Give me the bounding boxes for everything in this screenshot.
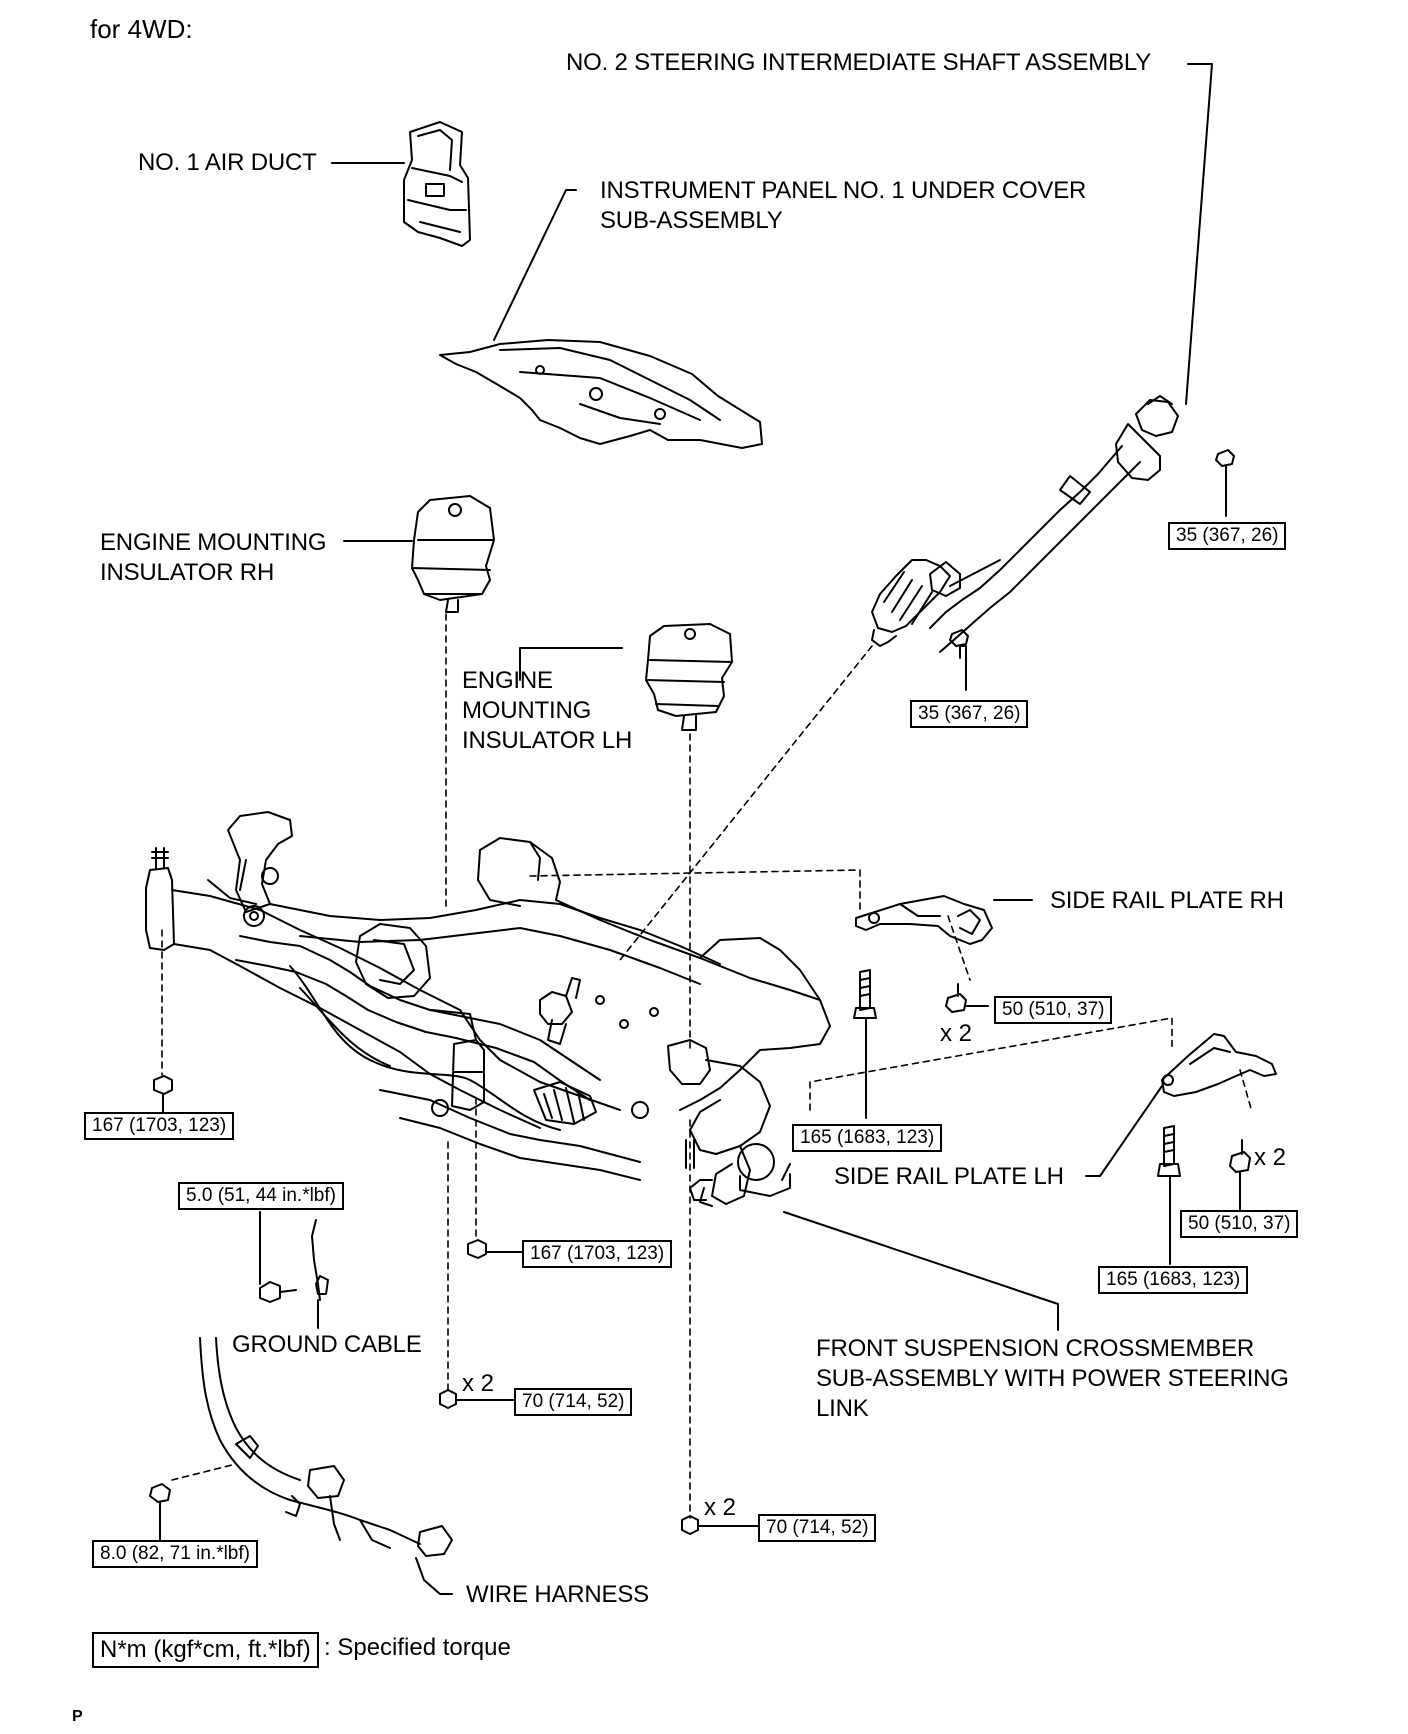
torque-cm-mid: 167 (1703, 123) [522, 1240, 673, 1268]
crossmember-leader [783, 1211, 1059, 1331]
nut-mid [439, 1389, 457, 1409]
footer-mark: P [72, 1708, 83, 1725]
side-rail-lh-stud [1157, 1125, 1181, 1177]
side-rail-lh-bolt [1229, 1139, 1251, 1173]
bolt-cm-left [153, 1075, 173, 1095]
shaft-leader [1185, 63, 1213, 405]
label-side-rail-plate-lh: SIDE RAIL PLATE LH [834, 1163, 1064, 1190]
qty-nut-right: x 2 [704, 1494, 737, 1521]
under-cover-part [439, 339, 763, 449]
torque-nut-right: 70 (714, 52) [758, 1514, 877, 1542]
shaft-bolt-top [1215, 449, 1235, 475]
shaft-bolt-bottom [949, 629, 969, 659]
label-crossmember: FRONT SUSPENSION CROSSMEMBER SUB-ASSEMBL… [816, 1335, 1289, 1422]
torque-side-rail-rh-stud: 165 (1683, 123) [792, 1124, 943, 1152]
side-rail-rh-stud [853, 969, 877, 1019]
engine-mount-rh-part [411, 495, 495, 613]
side-rail-plate-lh-part [1161, 1033, 1277, 1097]
alignment-lines [161, 613, 1253, 1519]
under-cover-leader [493, 189, 577, 341]
label-no2-steering-shaft: NO. 2 STEERING INTERMEDIATE SHAFT ASSEMB… [566, 49, 1152, 76]
torque-side-rail-lh-bolt: 50 (510, 37) [1180, 1210, 1299, 1238]
label-side-rail-plate-rh: SIDE RAIL PLATE RH [1050, 887, 1284, 914]
label-engine-mount-rh: ENGINE MOUNTING INSULATOR RH [100, 529, 327, 586]
bolt-cm-mid [467, 1239, 487, 1259]
page-header: for 4WD: [90, 14, 193, 44]
torque-cm-left: 167 (1703, 123) [84, 1112, 235, 1140]
torque-side-rail-rh-bolt: 50 (510, 37) [994, 996, 1113, 1024]
torque-nut-mid: 70 (714, 52) [514, 1388, 633, 1416]
legend-torque-text: : Specified torque [324, 1634, 511, 1661]
side-rail-plate-rh-part [855, 895, 993, 945]
label-engine-mount-lh: ENGINE MOUNTING INSULATOR LH [462, 667, 633, 754]
qty-side-rail-lh: x 2 [1254, 1144, 1287, 1171]
label-ground-cable: GROUND CABLE [232, 1331, 422, 1358]
intermediate-shaft-part [871, 395, 1179, 653]
legend-torque-box: N*m (kgf*cm, ft.*lbf) [92, 1632, 319, 1668]
qty-nut-mid: x 2 [462, 1370, 495, 1397]
air-duct-part [403, 121, 471, 247]
label-under-cover: INSTRUMENT PANEL NO. 1 UNDER COVER SUB-A… [600, 177, 1087, 234]
torque-shaft-bottom: 35 (367, 26) [910, 700, 1029, 728]
label-no1-air-duct: NO. 1 AIR DUCT [138, 149, 317, 176]
ground-cable-part [259, 1219, 329, 1303]
torque-side-rail-lh-stud: 165 (1683, 123) [1098, 1266, 1249, 1294]
mount-lh-leader [519, 647, 623, 681]
side-rail-rh-bolt [945, 983, 967, 1013]
qty-side-rail-rh: x 2 [940, 1020, 973, 1047]
crossmember-part [145, 811, 831, 1207]
label-wire-harness: WIRE HARNESS [466, 1581, 649, 1608]
engine-mount-lh-part [645, 623, 733, 731]
torque-ground-cable: 5.0 (51, 44 in.*lbf) [178, 1182, 344, 1210]
torque-wire-harness: 8.0 (82, 71 in.*lbf) [92, 1540, 258, 1568]
torque-shaft-top: 35 (367, 26) [1168, 522, 1287, 550]
wire-harness-part [149, 1337, 453, 1595]
nut-right [681, 1515, 699, 1535]
